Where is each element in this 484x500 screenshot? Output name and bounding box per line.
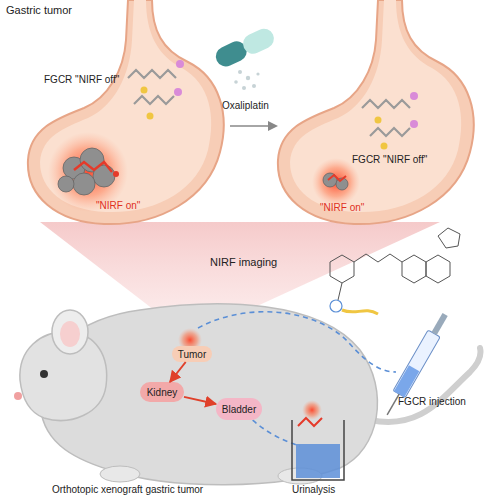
probe-state-label: "NIRF on" (320, 202, 364, 213)
stomach-wall (278, 0, 474, 224)
tumor-cell (73, 173, 95, 195)
activated-probe (74, 162, 112, 172)
flow-arrow (170, 362, 186, 382)
probe-molecule (362, 92, 418, 150)
bladder-organ: Bladder (216, 398, 262, 420)
mouse-paw (100, 466, 140, 482)
flow-arrow (184, 397, 216, 404)
node-text: Kidney (147, 387, 178, 398)
urine-sample (296, 444, 340, 478)
mouse-ear (52, 310, 88, 354)
tumor-mass (323, 173, 348, 190)
sugar-ring (438, 228, 460, 248)
granule (238, 70, 242, 74)
capsule-half (240, 25, 277, 57)
assay-label: Urinalysis (292, 484, 335, 495)
mouse-nose (14, 392, 22, 400)
urine-glow (302, 400, 322, 420)
probe-chain (134, 96, 174, 104)
probe-head (410, 92, 418, 100)
probe-state-label: "NIRF on" (96, 200, 140, 211)
stomach-left (28, 0, 224, 224)
granule (252, 84, 256, 88)
beaker-glass (292, 420, 344, 480)
probe-head (410, 120, 418, 128)
peg-chain (342, 310, 378, 314)
stomach-wall (28, 0, 224, 224)
ring (330, 255, 354, 283)
panel-title: Gastric tumor (6, 4, 72, 16)
granule (242, 86, 246, 90)
model-label: Orthotopic xenograft gastric tumor (52, 484, 203, 495)
stomach-lumen (40, 0, 211, 212)
method-label: NIRF imaging (210, 256, 277, 268)
tumor-glow (312, 158, 360, 206)
ring (402, 255, 426, 283)
ring (426, 255, 450, 283)
probe-state-label: FGCR "NIRF off" (352, 154, 427, 165)
triazole (330, 300, 342, 312)
granule (246, 76, 250, 80)
tumor-cell (58, 176, 74, 192)
capsule (213, 25, 278, 69)
treatment-arrow (230, 125, 268, 127)
stomach-right (278, 0, 474, 224)
stomach-lumen (290, 0, 461, 212)
probe-sugar (141, 87, 148, 94)
bond (354, 254, 402, 262)
probe-head (174, 88, 182, 96)
probe-chain (370, 128, 410, 136)
node-text: Bladder (222, 404, 256, 415)
syringe-fluid (394, 365, 419, 397)
bond (338, 283, 342, 300)
granule (234, 80, 238, 84)
tumor-node: Tumor (172, 346, 212, 362)
beaker (292, 400, 344, 480)
probe-sugar (147, 113, 154, 120)
treatment-arrow-head (268, 121, 278, 131)
mouse-eye (40, 370, 48, 378)
probe-molecule (128, 60, 184, 120)
probe-sugar (381, 143, 388, 150)
probe-chain (362, 100, 410, 108)
activated-probe (328, 175, 346, 181)
fgcr-structure (330, 228, 460, 314)
tumor-mass (58, 148, 115, 195)
granule (256, 72, 259, 75)
mouse-ear-inner (60, 321, 80, 347)
kidney-organ: Kidney (140, 382, 184, 402)
circulation-path (198, 312, 396, 372)
syringe-plunger (432, 313, 448, 335)
probe-end (113, 171, 119, 177)
syringe-needle (387, 394, 399, 415)
granules (234, 70, 259, 90)
probe-sugar (375, 117, 382, 124)
node-text: Tumor (178, 349, 207, 360)
injection-label: FGCR injection (398, 396, 466, 407)
drug-label: Oxaliplatin (222, 100, 269, 111)
probe-chain (128, 70, 176, 78)
syringe-barrel (393, 330, 440, 398)
mouse (14, 304, 481, 485)
probe-head (176, 60, 184, 68)
probe-state-label: FGCR "NIRF off" (44, 74, 119, 85)
